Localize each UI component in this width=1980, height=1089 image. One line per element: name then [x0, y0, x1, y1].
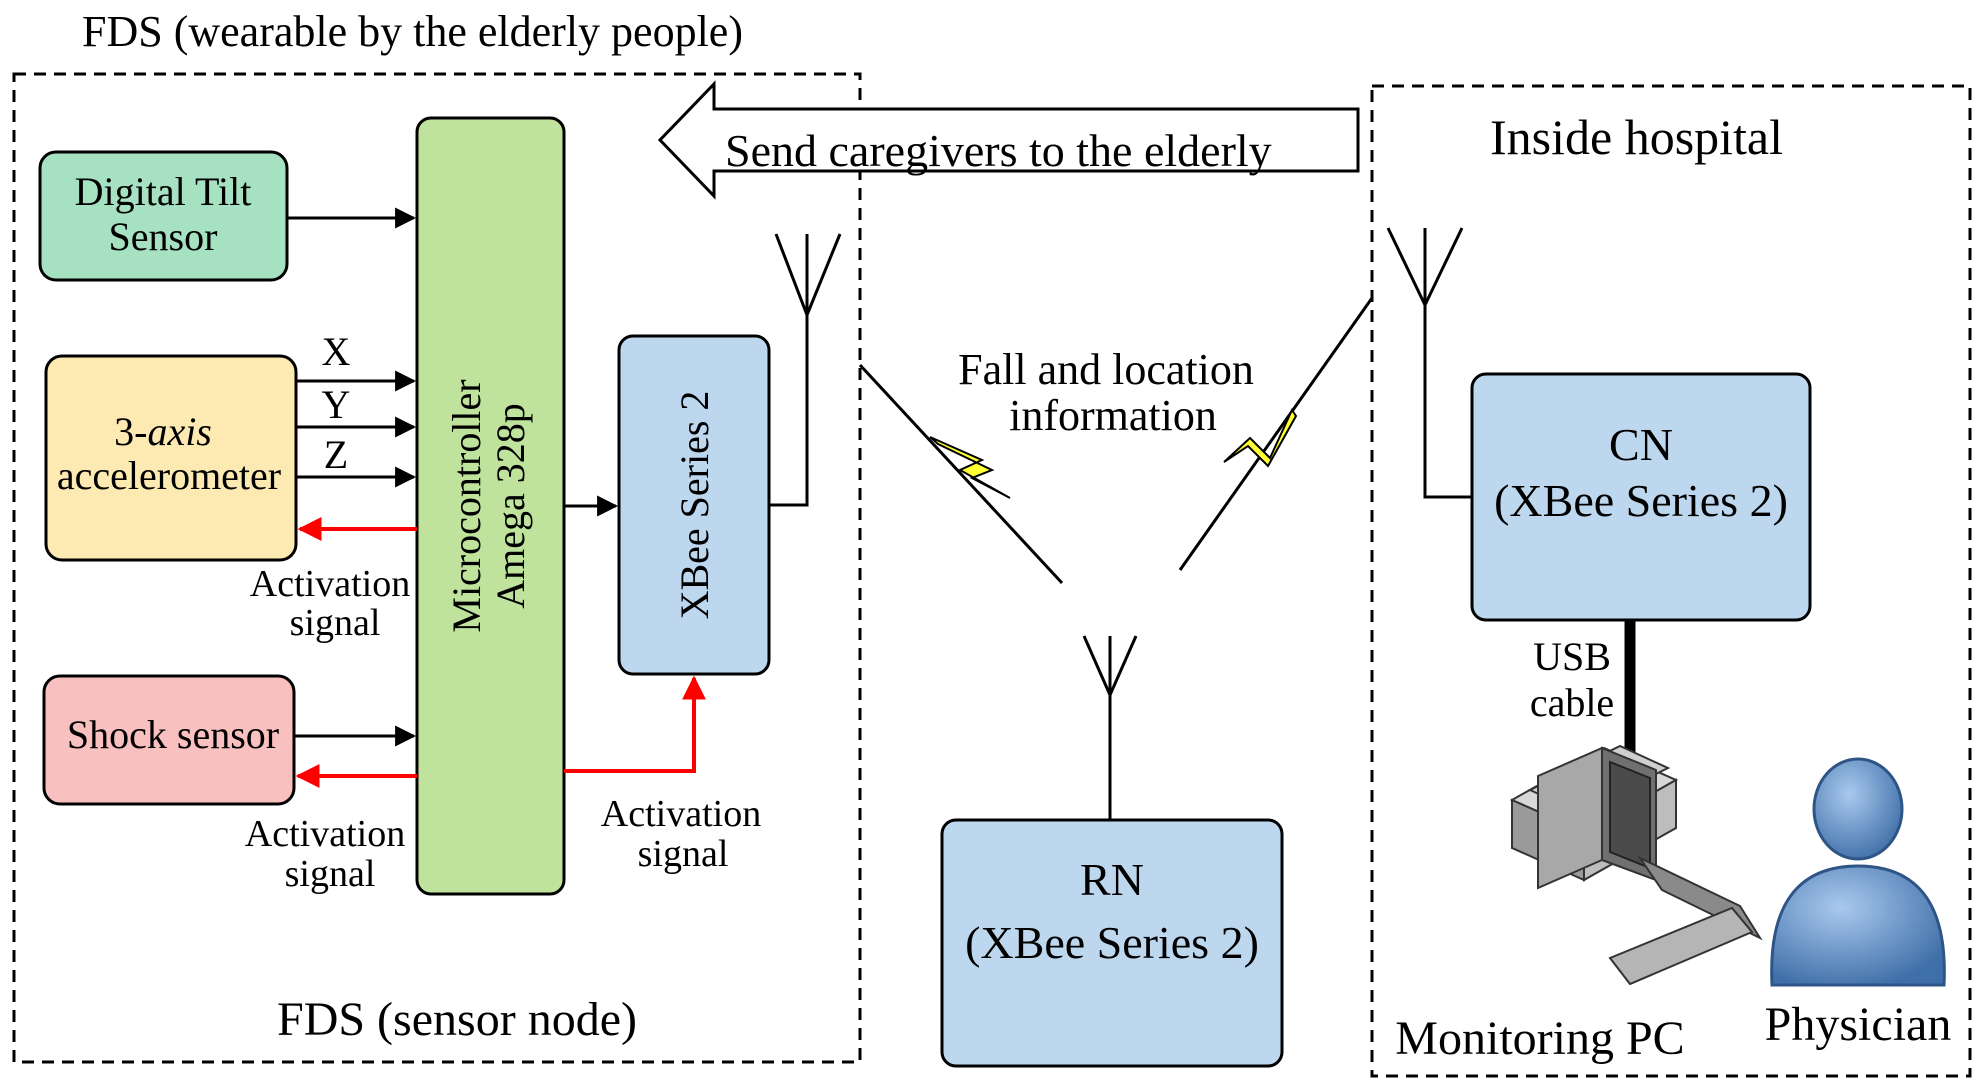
rn-box: [940, 818, 1284, 1068]
sensor-node-antenna-icon: [769, 233, 842, 507]
xbee-sensor-label: XBee Series 2: [672, 391, 717, 620]
accelerometer-axis-italic: axis: [147, 409, 211, 454]
lightning-bolt-right-icon: [1178, 297, 1374, 571]
hospital-label: Inside hospital: [1490, 109, 1783, 165]
cn-antenna-icon: [1386, 227, 1472, 499]
microcontroller-label: Microcontroller Amega 328p: [444, 379, 533, 632]
fds-wearable-label: FDS (wearable by the elderly people): [82, 7, 743, 56]
tilt-sensor-label-line1: Digital Tilt: [75, 169, 252, 214]
cn-label-line2: (XBee Series 2): [1494, 475, 1788, 526]
activation-label-1-line1: Activation: [250, 563, 410, 605]
hospital-region: [1370, 84, 1972, 1078]
accelerometer-label-line1: 3-axis: [114, 409, 212, 454]
usb-label-line2: cable: [1530, 680, 1614, 725]
activation-arrow-xbee: [564, 675, 706, 773]
shock-sensor-label: Shock sensor: [67, 712, 279, 757]
activation-label-2-line1: Activation: [245, 813, 405, 855]
axis-x-label: X: [322, 329, 351, 374]
fall-location-label-line2: information: [1009, 391, 1217, 440]
xbee-sensor-label-group: XBee Series 2: [672, 391, 717, 620]
axis-y-label: Y: [322, 382, 351, 427]
shock-sensor-box: [42, 674, 296, 806]
fall-location-label-line1: Fall and location: [958, 345, 1254, 394]
fds-sensor-node-region: [12, 72, 862, 1064]
tilt-sensor-label-line2: Sensor: [109, 214, 218, 259]
physician-label: Physician: [1765, 998, 1952, 1051]
microcontroller-label-line1: Microcontroller: [444, 379, 489, 632]
accelerometer-prefix: 3-: [114, 409, 147, 454]
microcontroller-label-line2: Amega 328p: [488, 403, 533, 609]
rn-antenna-icon: [1082, 635, 1138, 820]
activation-label-1-line2: signal: [290, 602, 381, 644]
lightning-bolt-left-icon: [858, 363, 1064, 585]
cn-label-line1: CN: [1609, 419, 1673, 470]
activation-label-3-line1: Activation: [601, 793, 761, 835]
monitoring-pc-icon: [1509, 744, 1763, 986]
rn-label-line2: (XBee Series 2): [965, 917, 1259, 968]
rn-label-line1: RN: [1080, 854, 1144, 905]
accelerometer-label-line2: accelerometer: [57, 453, 281, 498]
monitoring-pc-label: Monitoring PC: [1395, 1012, 1684, 1065]
accelerometer-box: [44, 354, 298, 562]
axis-z-label: Z: [324, 432, 348, 477]
fds-sensor-node-label: FDS (sensor node): [277, 993, 637, 1046]
send-caregivers-label: Send caregivers to the elderly: [725, 125, 1272, 176]
usb-label-line1: USB: [1533, 634, 1611, 679]
physician-icon: [1770, 757, 1946, 987]
activation-label-2-line2: signal: [285, 853, 376, 895]
digital-tilt-sensor-box: [38, 150, 289, 282]
send-caregivers-arrow: [657, 80, 1360, 200]
activation-label-3-line2: signal: [638, 833, 729, 875]
